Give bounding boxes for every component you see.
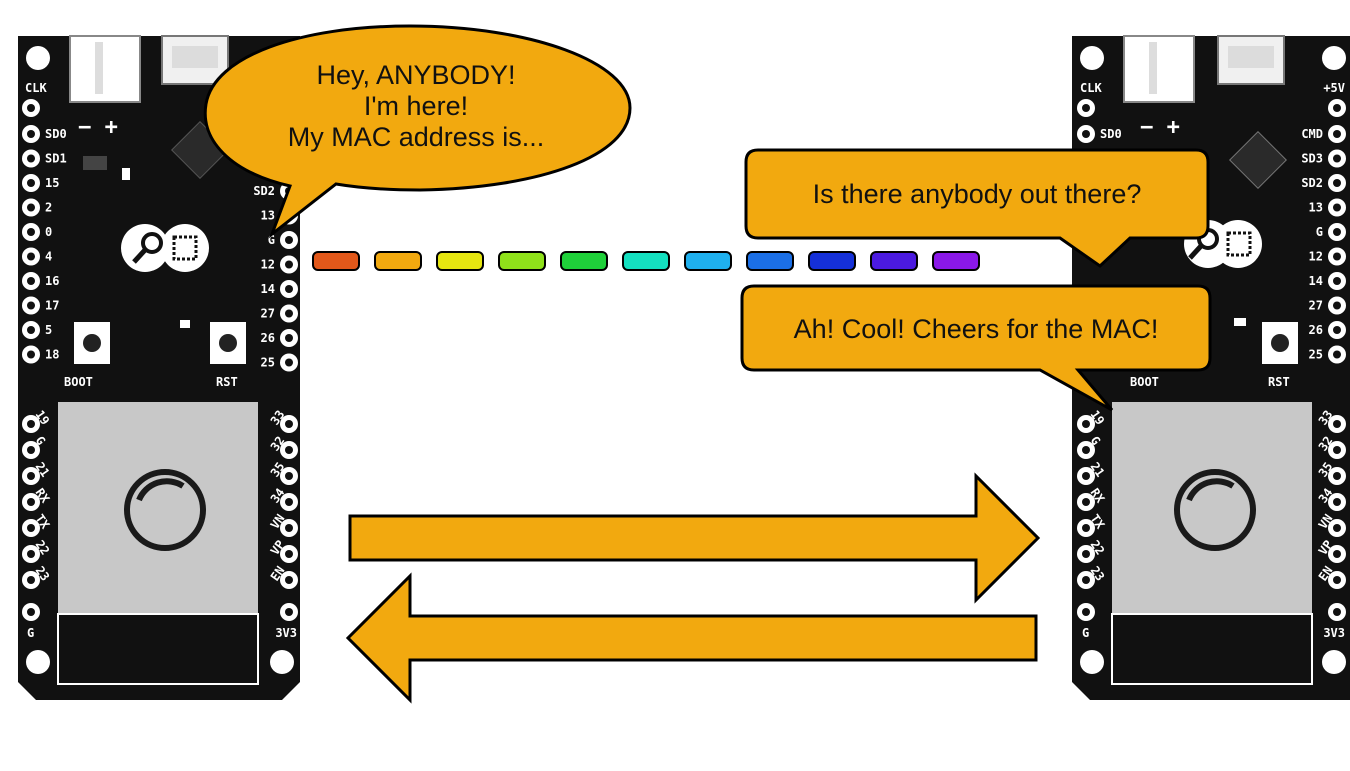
pin-label-21: 21 bbox=[1088, 460, 1108, 480]
pin-label-18: 18 bbox=[45, 348, 59, 362]
signal-dash bbox=[374, 251, 422, 271]
pin-label-5: 5 bbox=[45, 323, 52, 337]
signal-dash bbox=[684, 251, 732, 271]
pin-label-13: 13 bbox=[261, 209, 275, 223]
bubble-line-2: I'm here! bbox=[364, 91, 468, 121]
pin-label: +5V bbox=[1323, 81, 1345, 95]
pin-label-sd2: SD2 bbox=[1301, 176, 1323, 190]
boot-label: BOOT bbox=[64, 375, 93, 389]
usb-chip bbox=[1229, 131, 1287, 189]
pin-label-14: 14 bbox=[261, 282, 275, 296]
board-logo bbox=[121, 224, 209, 272]
signal-dash bbox=[808, 251, 856, 271]
pin-label-sd0: SD0 bbox=[1100, 127, 1122, 141]
pin-label-14: 14 bbox=[1309, 274, 1323, 288]
pin-label-vn: VN bbox=[1316, 512, 1336, 532]
pin-label-33: 33 bbox=[1316, 408, 1336, 428]
pin-label-g: G bbox=[1316, 225, 1323, 239]
pin-label-en: EN bbox=[1316, 564, 1336, 584]
right-bottom-speech-bubble: Ah! Cool! Cheers for the MAC! bbox=[740, 284, 1212, 412]
pin-label-26: 26 bbox=[1309, 323, 1323, 337]
pin-label-g: G bbox=[1082, 626, 1089, 640]
esp32-module bbox=[58, 402, 258, 614]
pin-label-sd1: SD1 bbox=[45, 152, 67, 166]
rst-label: RST bbox=[216, 375, 238, 389]
pin-label-21: 21 bbox=[33, 460, 53, 480]
signal-dash bbox=[870, 251, 918, 271]
espressif-logo bbox=[1174, 469, 1256, 551]
pin-label-25: 25 bbox=[261, 356, 275, 370]
pin-label-g: G bbox=[27, 626, 34, 640]
pin-label-32: 32 bbox=[268, 434, 288, 454]
pin-label-sd2: SD2 bbox=[253, 184, 275, 198]
pin-label-vn: VN bbox=[268, 512, 288, 532]
esp32-module bbox=[1112, 402, 1312, 614]
espressif-logo bbox=[124, 469, 206, 551]
pin-label-34: 34 bbox=[268, 486, 288, 506]
pin-label-vp: VP bbox=[1316, 538, 1336, 558]
pin-label-23: 23 bbox=[33, 564, 53, 584]
bubble-right-top-text: Is there anybody out there? bbox=[813, 179, 1142, 209]
bubble-line-3: My MAC address is... bbox=[288, 122, 545, 152]
pin-label-16: 16 bbox=[45, 274, 59, 288]
battery-connector bbox=[1123, 35, 1195, 103]
pin-label-12: 12 bbox=[1309, 250, 1323, 264]
boot-label: BOOT bbox=[1130, 375, 1159, 389]
board-logo bbox=[1184, 220, 1262, 268]
pin-label-22: 22 bbox=[33, 538, 53, 558]
pin-label-sd3: SD3 bbox=[1301, 152, 1323, 166]
rst-label: RST bbox=[1268, 375, 1290, 389]
pin-label-19: 19 bbox=[1088, 408, 1108, 428]
pin-label-en: EN bbox=[268, 564, 288, 584]
pin-label-2: 2 bbox=[45, 201, 52, 215]
battery-connector bbox=[69, 35, 141, 103]
signal-dash bbox=[436, 251, 484, 271]
pin-label-13: 13 bbox=[1309, 201, 1323, 215]
left-speech-bubble: Hey, ANYBODY! I'm here! My MAC address i… bbox=[203, 24, 632, 239]
signal-dash bbox=[560, 251, 608, 271]
pin-label-33: 33 bbox=[268, 408, 288, 428]
pin-label: CLK bbox=[1080, 81, 1102, 95]
pin-label-32: 32 bbox=[1316, 434, 1336, 454]
pin-label-vp: VP bbox=[268, 538, 288, 558]
polarity-label: − + bbox=[78, 115, 118, 140]
pin-label-3v3: 3V3 bbox=[275, 626, 297, 640]
pin-label-3v3: 3V3 bbox=[1323, 626, 1345, 640]
signal-dash bbox=[498, 251, 546, 271]
pin-label-4: 4 bbox=[45, 250, 52, 264]
pin-label-35: 35 bbox=[268, 460, 288, 480]
pin-label-sd0: SD0 bbox=[45, 127, 67, 141]
pin-label-12: 12 bbox=[261, 258, 275, 272]
pin-label: CLK bbox=[25, 81, 47, 95]
pin-label-15: 15 bbox=[45, 176, 59, 190]
pin-label-19: 19 bbox=[33, 408, 53, 428]
pin-label-0: 0 bbox=[45, 225, 52, 239]
left-esp32-board: − + BOOT RST bbox=[18, 35, 300, 700]
pin-label-22: 22 bbox=[1088, 538, 1108, 558]
signal-dash bbox=[932, 251, 980, 271]
arrow-left bbox=[345, 572, 1038, 704]
bubble-right-bottom-text: Ah! Cool! Cheers for the MAC! bbox=[794, 314, 1159, 344]
arrow-right bbox=[348, 472, 1041, 604]
right-top-speech-bubble: Is there anybody out there? bbox=[744, 148, 1210, 268]
signal-dash bbox=[312, 251, 360, 271]
pin-label-35: 35 bbox=[1316, 460, 1336, 480]
bubble-line-1: Hey, ANYBODY! bbox=[316, 60, 515, 90]
polarity-label: − + bbox=[1140, 115, 1180, 140]
pin-label-27: 27 bbox=[261, 307, 275, 321]
signal-dash bbox=[622, 251, 670, 271]
pin-label-26: 26 bbox=[261, 331, 275, 345]
pin-label-17: 17 bbox=[45, 299, 59, 313]
signal-dash bbox=[746, 251, 794, 271]
wireless-signal-dashes bbox=[312, 251, 980, 271]
pin-label-cmd: CMD bbox=[1301, 127, 1323, 141]
pin-label-g: G bbox=[268, 233, 275, 247]
pin-label-34: 34 bbox=[1316, 486, 1336, 506]
pin-label-23: 23 bbox=[1088, 564, 1108, 584]
pin-label-27: 27 bbox=[1309, 299, 1323, 313]
pin-label-25: 25 bbox=[1309, 348, 1323, 362]
